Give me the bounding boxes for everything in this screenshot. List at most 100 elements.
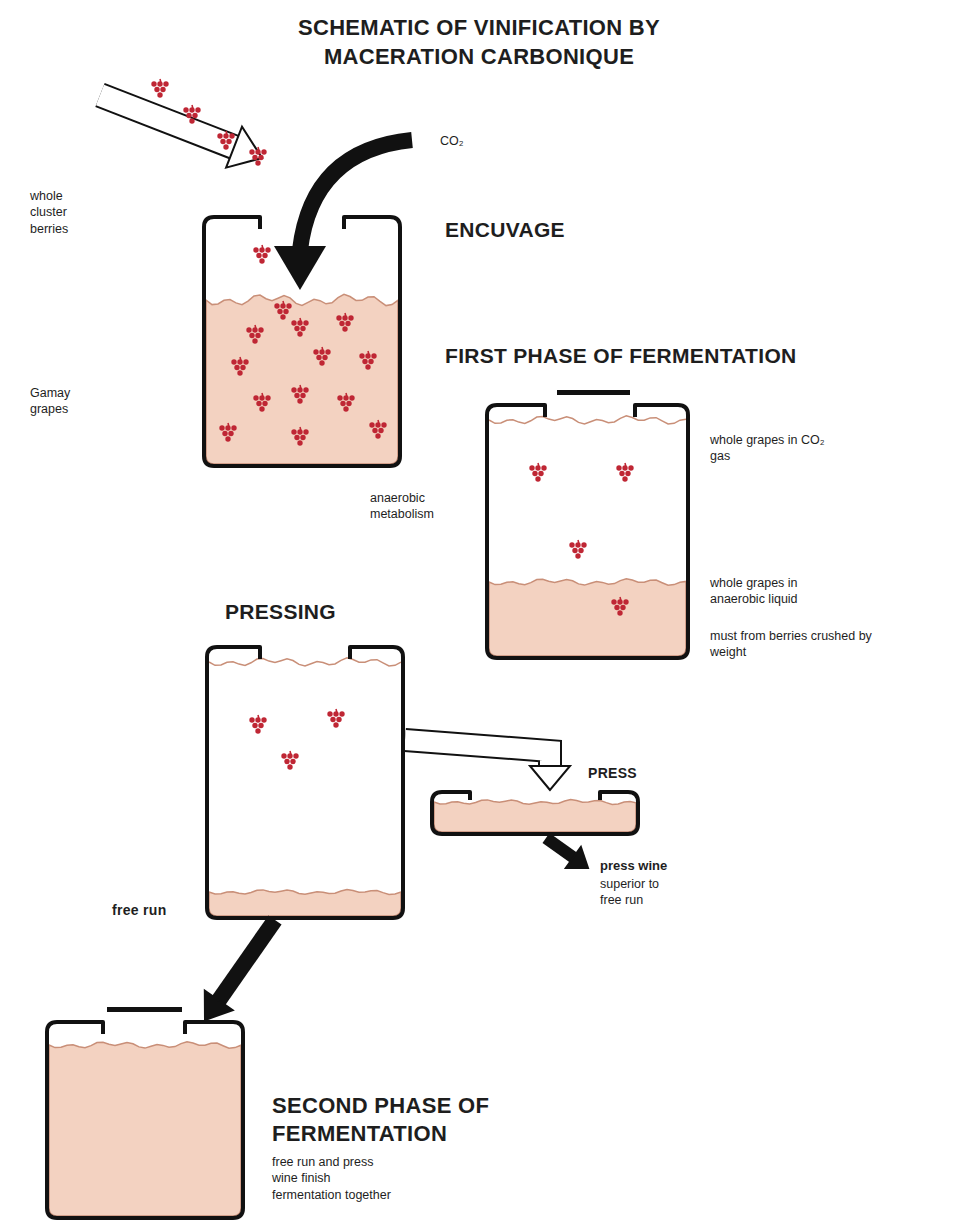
annotation: whole grapes in anaerobic liquid [710,575,848,608]
must-fill [206,294,398,464]
grape [258,327,263,332]
annotation: CO₂ [440,133,500,149]
grape [259,395,264,400]
vat-wall [47,1022,243,1218]
vat: ENCUVAGE [202,215,402,468]
title-block: SCHEMATIC OF VINIFICATION BY MACERATION … [0,14,958,71]
grape [265,247,270,252]
grape [217,133,222,138]
grape [345,321,350,326]
grape-cluster [231,357,248,376]
contents-outline [489,416,686,424]
vat: SECOND PHASE OF FERMENTATIONfree run and… [45,1020,245,1220]
grape [151,81,156,86]
grape [362,359,367,364]
press-arrow-head [530,766,570,790]
vat: PRESSING [205,645,405,920]
grape [614,605,619,610]
grape [280,303,285,308]
grape [246,327,251,332]
grape [297,387,302,392]
grape [219,425,224,430]
annotation: Gamay grapes [30,385,92,418]
grape [297,398,302,403]
grape-cluster [253,245,270,264]
annotation: whole grapes in CO₂ gas [710,432,828,465]
grape [189,107,194,112]
vat-outline [202,215,402,468]
grape [336,315,341,320]
edge-label: free run [110,902,169,920]
grape [222,431,227,436]
grape-cluster [274,301,291,320]
grape [281,753,286,758]
stage-heading: FIRST PHASE OF FERMENTATION [445,343,796,369]
grape [538,471,543,476]
grape-cluster [253,393,270,412]
grape [342,326,347,331]
grape [237,359,242,364]
grape-cluster [291,385,308,404]
grape [625,471,630,476]
grape [616,465,621,470]
grape [369,422,374,427]
vat-lid [107,1007,182,1012]
grape [313,349,318,354]
grape-cluster [281,751,298,770]
grape [319,349,324,354]
grape-cluster [616,463,633,482]
grape [349,395,354,400]
grape-cluster [217,131,234,150]
grape [365,353,370,358]
grape [297,440,302,445]
grape [223,144,228,149]
grape [316,355,321,360]
grape [619,471,624,476]
grape-cluster [246,325,263,344]
grape [226,139,231,144]
grape-cluster [291,427,308,446]
grape [261,149,266,154]
grape [617,599,622,604]
grape [535,476,540,481]
grape [581,542,586,547]
must-fill [434,800,636,833]
grape [163,81,168,86]
grape [336,717,341,722]
grape [578,548,583,553]
grape [231,425,236,430]
vat-wall [207,647,403,918]
grape-cluster [569,540,586,559]
flow-arrow [205,920,275,1020]
press-wine-arrow-shaft [546,838,573,858]
grape [192,113,197,118]
grape [262,253,267,258]
vat: FIRST PHASE OF FERMENTATION [485,403,690,660]
vat-wall [432,792,638,834]
grape [297,331,302,336]
vat-outline [430,790,640,836]
grape [319,360,324,365]
grape [229,133,234,138]
grape [259,406,264,411]
grape [569,542,574,547]
grape [541,465,546,470]
chute-arrow-shaft-outline [100,95,234,147]
grape [623,599,628,604]
must-fill [489,579,686,656]
grape-cluster [359,351,376,370]
grape [265,395,270,400]
grape [620,605,625,610]
grape [303,320,308,325]
grape [157,81,162,86]
grape [277,309,282,314]
chute-arrow-head [226,127,262,168]
co2-arrow-shaft [300,140,412,250]
grape [262,401,267,406]
grape [365,364,370,369]
grape [628,465,633,470]
grape [371,353,376,358]
grape [255,717,260,722]
grape-cluster [249,715,266,734]
grape-cluster [219,423,236,442]
